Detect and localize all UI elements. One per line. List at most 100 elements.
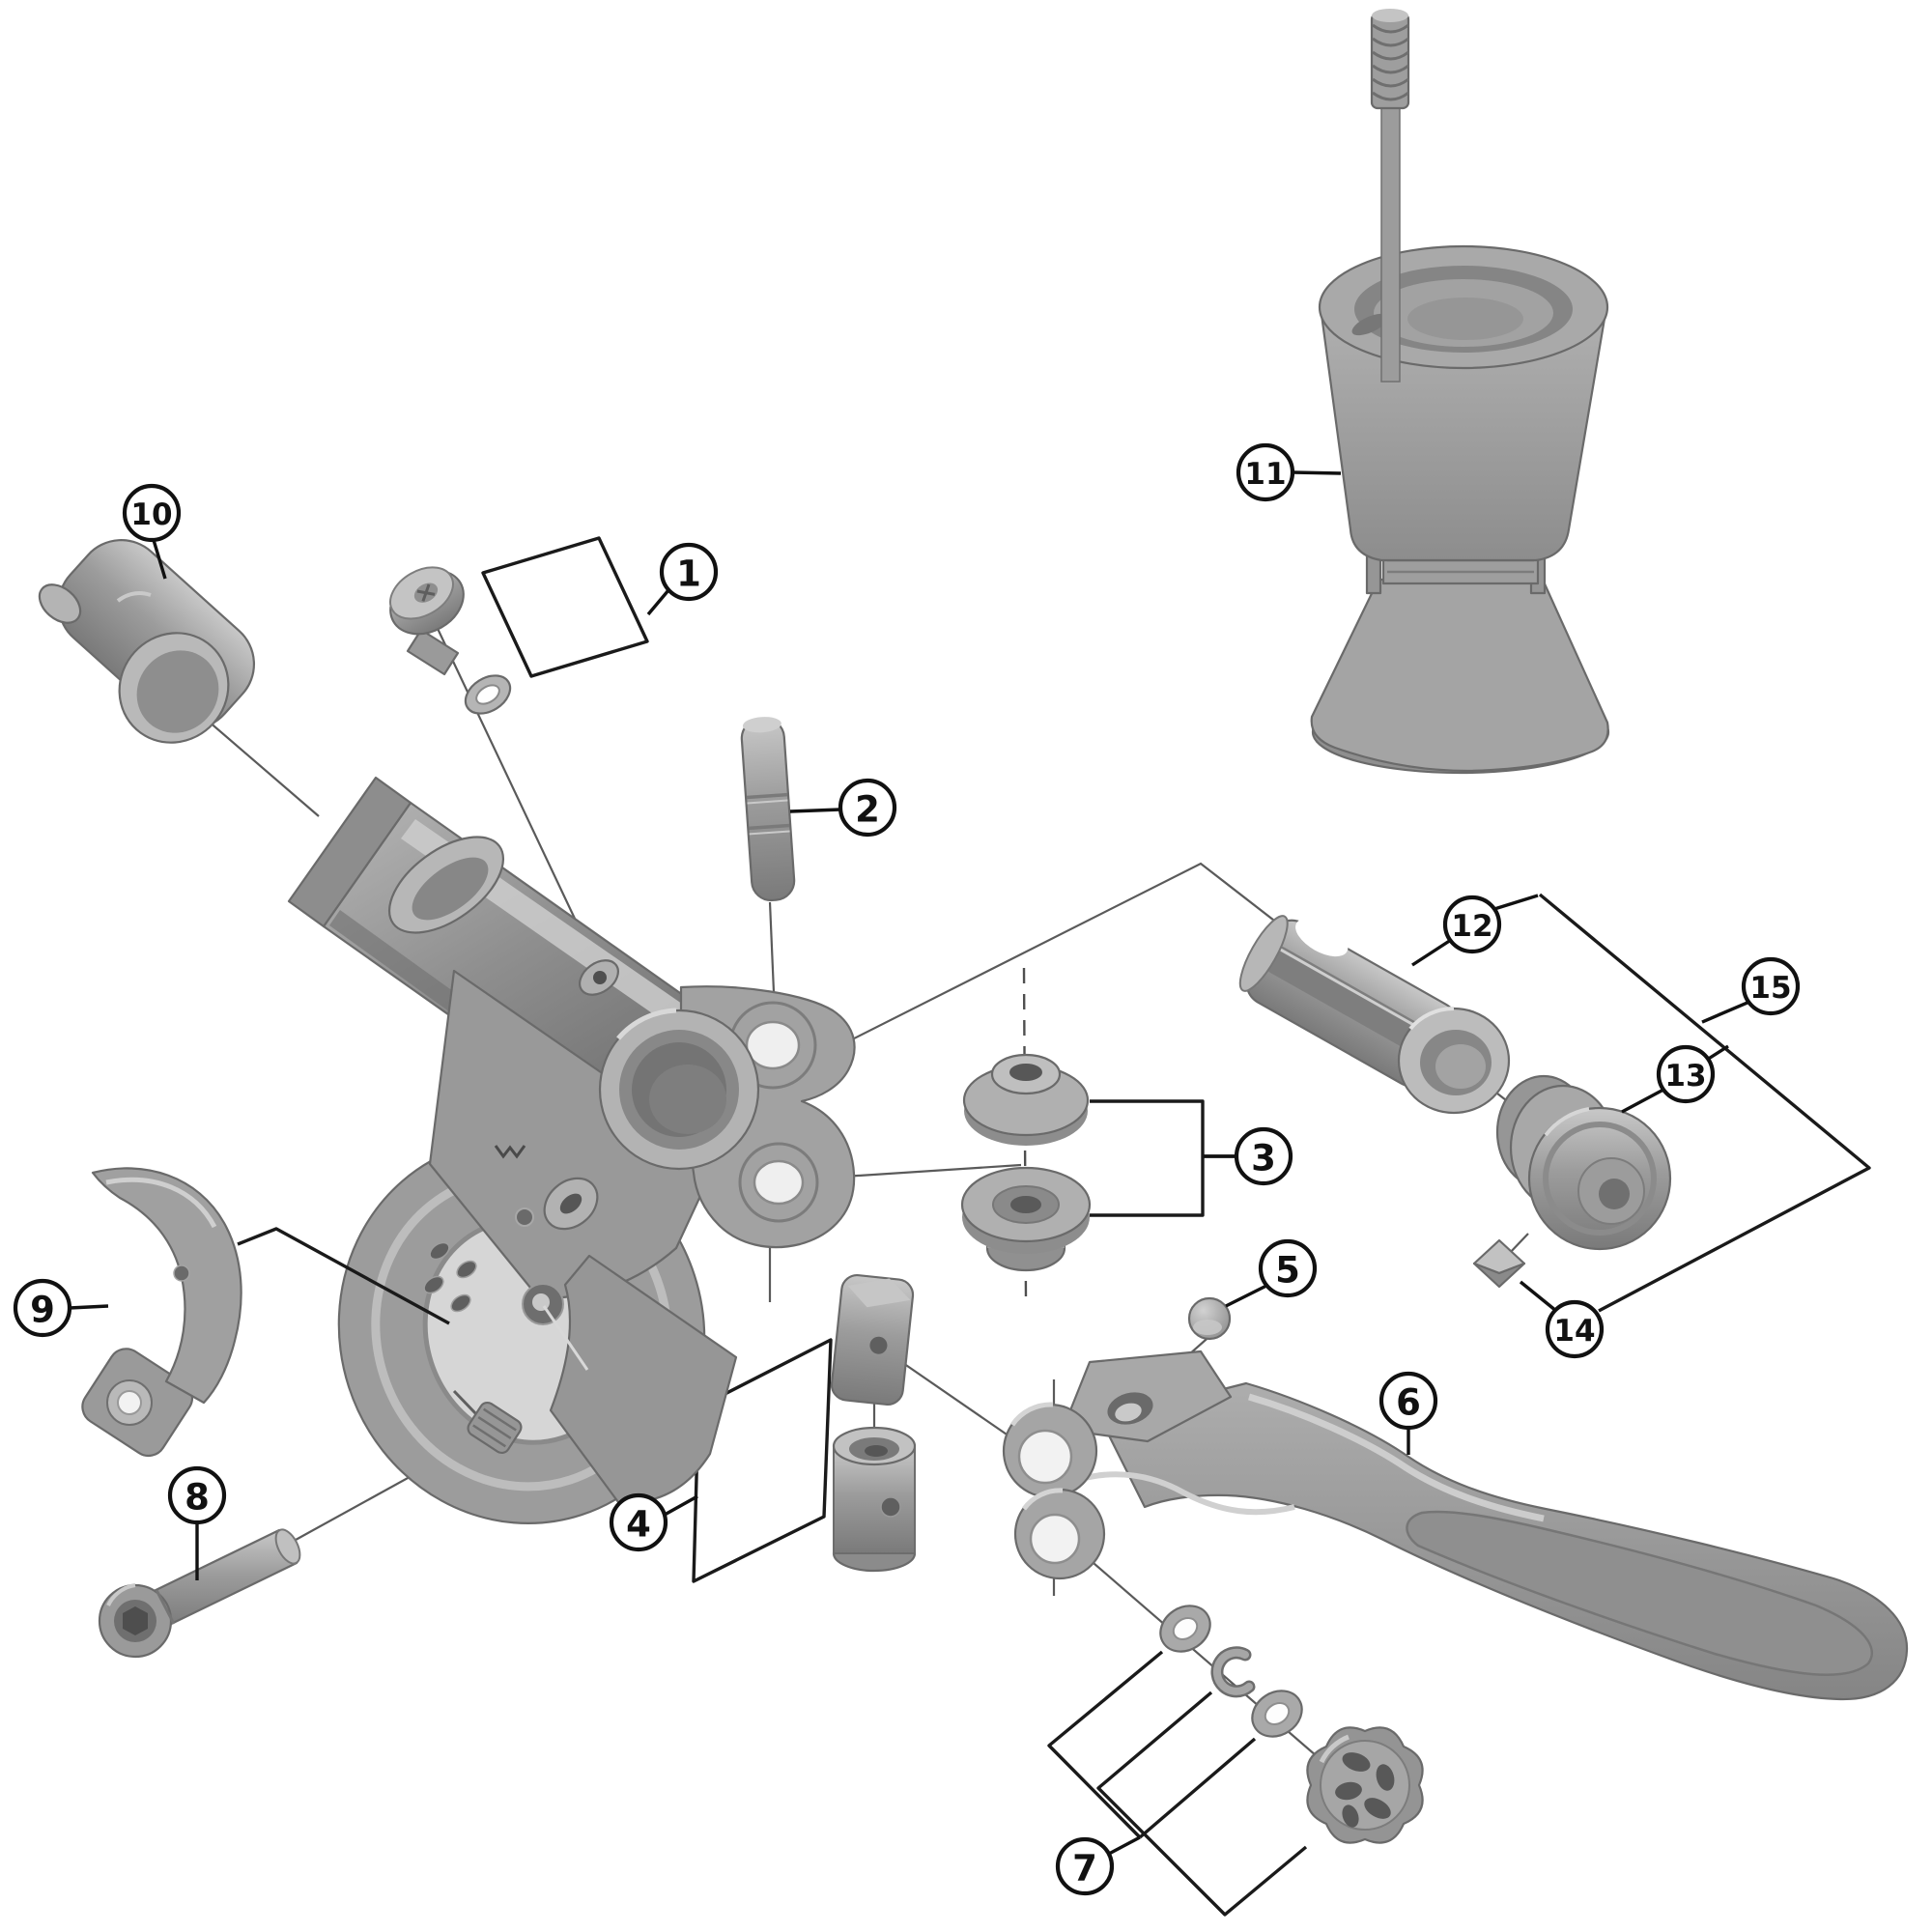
- sleeve-end: [1238, 915, 1289, 992]
- group-box-part4: [692, 1338, 833, 1583]
- lever-eye-top-hole: [1017, 1429, 1073, 1485]
- callout-circle-6: [1378, 1371, 1438, 1431]
- callout-number-2: 2: [855, 789, 880, 831]
- clamp-slot: [429, 1241, 450, 1261]
- screw-drive-cross: [416, 583, 436, 602]
- callout-2: 2: [789, 778, 897, 838]
- callout-15: 15: [1701, 956, 1801, 1024]
- callout-leader-12: [1411, 938, 1452, 967]
- lever-top-highlight: [1248, 1393, 1545, 1522]
- cap-engraving: [116, 591, 152, 603]
- callout-leader-7: [1108, 1835, 1141, 1856]
- callout-leader-2: [789, 808, 841, 813]
- body-small-hole: [515, 1208, 534, 1227]
- bracket-part7-spine2: [1096, 1690, 1308, 1917]
- part-8-bolt: [98, 1528, 301, 1659]
- callout-10: 10: [122, 483, 182, 580]
- flange-hole-bottom: [753, 1159, 805, 1206]
- pin-grooves: [746, 792, 790, 831]
- callout-3: 3: [1204, 1126, 1293, 1186]
- sleeve-notch: [1295, 918, 1349, 957]
- body-barrel-endcap: [287, 776, 412, 928]
- callout-4: 4: [609, 1492, 698, 1552]
- box-part15: [1538, 893, 1871, 1313]
- callout-circle-5: [1258, 1238, 1318, 1298]
- callout-number-15: 15: [1749, 971, 1791, 1006]
- knob-pocket: [1364, 1798, 1391, 1819]
- callout-leader-13: [1706, 1044, 1729, 1062]
- callout-circle-10: [122, 483, 182, 543]
- washer1-hole: [1172, 1617, 1199, 1640]
- part-6-lever: [1002, 1350, 1909, 1701]
- centerline-screw: [431, 615, 602, 975]
- washer-hole: [475, 684, 500, 705]
- pin-groove-highlights: [747, 799, 790, 836]
- callout-circle-15: [1741, 956, 1801, 1016]
- part-9-clamp-band: [81, 1167, 242, 1458]
- callout-leader-15: [1701, 1000, 1750, 1024]
- part-13-piston: [1495, 1074, 1672, 1251]
- callout-leader-4: [664, 1494, 698, 1517]
- body-bore-depth: [649, 1065, 726, 1134]
- callout-number-4: 4: [626, 1504, 651, 1546]
- funnel-rim-notch: [1351, 313, 1388, 336]
- callout-circle-9: [13, 1278, 72, 1338]
- callout-circle-13: [1656, 1044, 1716, 1104]
- washer-1: [1159, 1605, 1211, 1653]
- funnel-rod: [1380, 105, 1401, 383]
- e-clip: [1210, 1646, 1256, 1698]
- screw-shank: [406, 628, 460, 676]
- callout-leader-9: [69, 1304, 109, 1310]
- clamp-lug-threads: [472, 1407, 517, 1448]
- callout-circle-4: [609, 1492, 668, 1552]
- callout-number-9: 9: [30, 1290, 55, 1331]
- callout-circle-12: [1442, 895, 1502, 954]
- bracket-part3: [1090, 1099, 1237, 1217]
- callout-circle-3: [1234, 1126, 1293, 1186]
- callout-circle-2: [838, 778, 897, 838]
- callout-8: 8: [167, 1465, 227, 1580]
- group-boxes: [481, 536, 833, 1583]
- part-10-cap: [38, 539, 256, 744]
- callout-11: 11: [1236, 442, 1342, 502]
- funnel-base-cone: [1310, 578, 1609, 773]
- bolt-head-highlight: [106, 1583, 136, 1606]
- callout-number-1: 1: [676, 554, 701, 595]
- bracket-part7-washer2: [1138, 1737, 1257, 1839]
- part-3-bushings: [960, 1053, 1092, 1272]
- callout-leader-13: [1621, 1088, 1664, 1114]
- nut-front-face: [1472, 1262, 1526, 1289]
- callout-5: 5: [1225, 1238, 1318, 1308]
- adjuster-knob: [1306, 1726, 1424, 1844]
- callout-number-8: 8: [185, 1477, 210, 1519]
- body-bleed-oval-inner: [412, 857, 489, 921]
- funnel-interior-floor: [1407, 298, 1523, 340]
- bracket-part7-spine1: [1047, 1650, 1164, 1839]
- band-tab-hole: [117, 1390, 142, 1415]
- barrelnut-side-hole: [880, 1496, 901, 1518]
- callout-number-7: 7: [1072, 1848, 1097, 1889]
- bolt-hex: [123, 1606, 148, 1635]
- washer2-hole: [1264, 1702, 1291, 1725]
- callout-number-11: 11: [1244, 457, 1286, 492]
- clamp-slot: [423, 1275, 444, 1294]
- piston-bore: [1599, 1179, 1630, 1209]
- callout-circle-1: [659, 542, 719, 602]
- knob-face: [1320, 1740, 1410, 1831]
- cap-opening-bore: [136, 650, 219, 733]
- callout-number-13: 13: [1664, 1059, 1706, 1094]
- knob-highlight: [1319, 1734, 1350, 1764]
- ball-face: [1193, 1320, 1222, 1335]
- bolt-collar: [155, 1589, 176, 1625]
- bolt-tip: [274, 1528, 301, 1565]
- flange-hole-top: [745, 1020, 801, 1070]
- body-screw-hole: [593, 971, 607, 984]
- callout-leader-1: [646, 588, 670, 616]
- body-foot: [549, 1254, 738, 1504]
- callout-leader-10: [152, 539, 167, 580]
- clamp-slot: [456, 1260, 477, 1279]
- funnel-thread-ridges: [1372, 23, 1409, 101]
- clamp-slot: [450, 1293, 471, 1313]
